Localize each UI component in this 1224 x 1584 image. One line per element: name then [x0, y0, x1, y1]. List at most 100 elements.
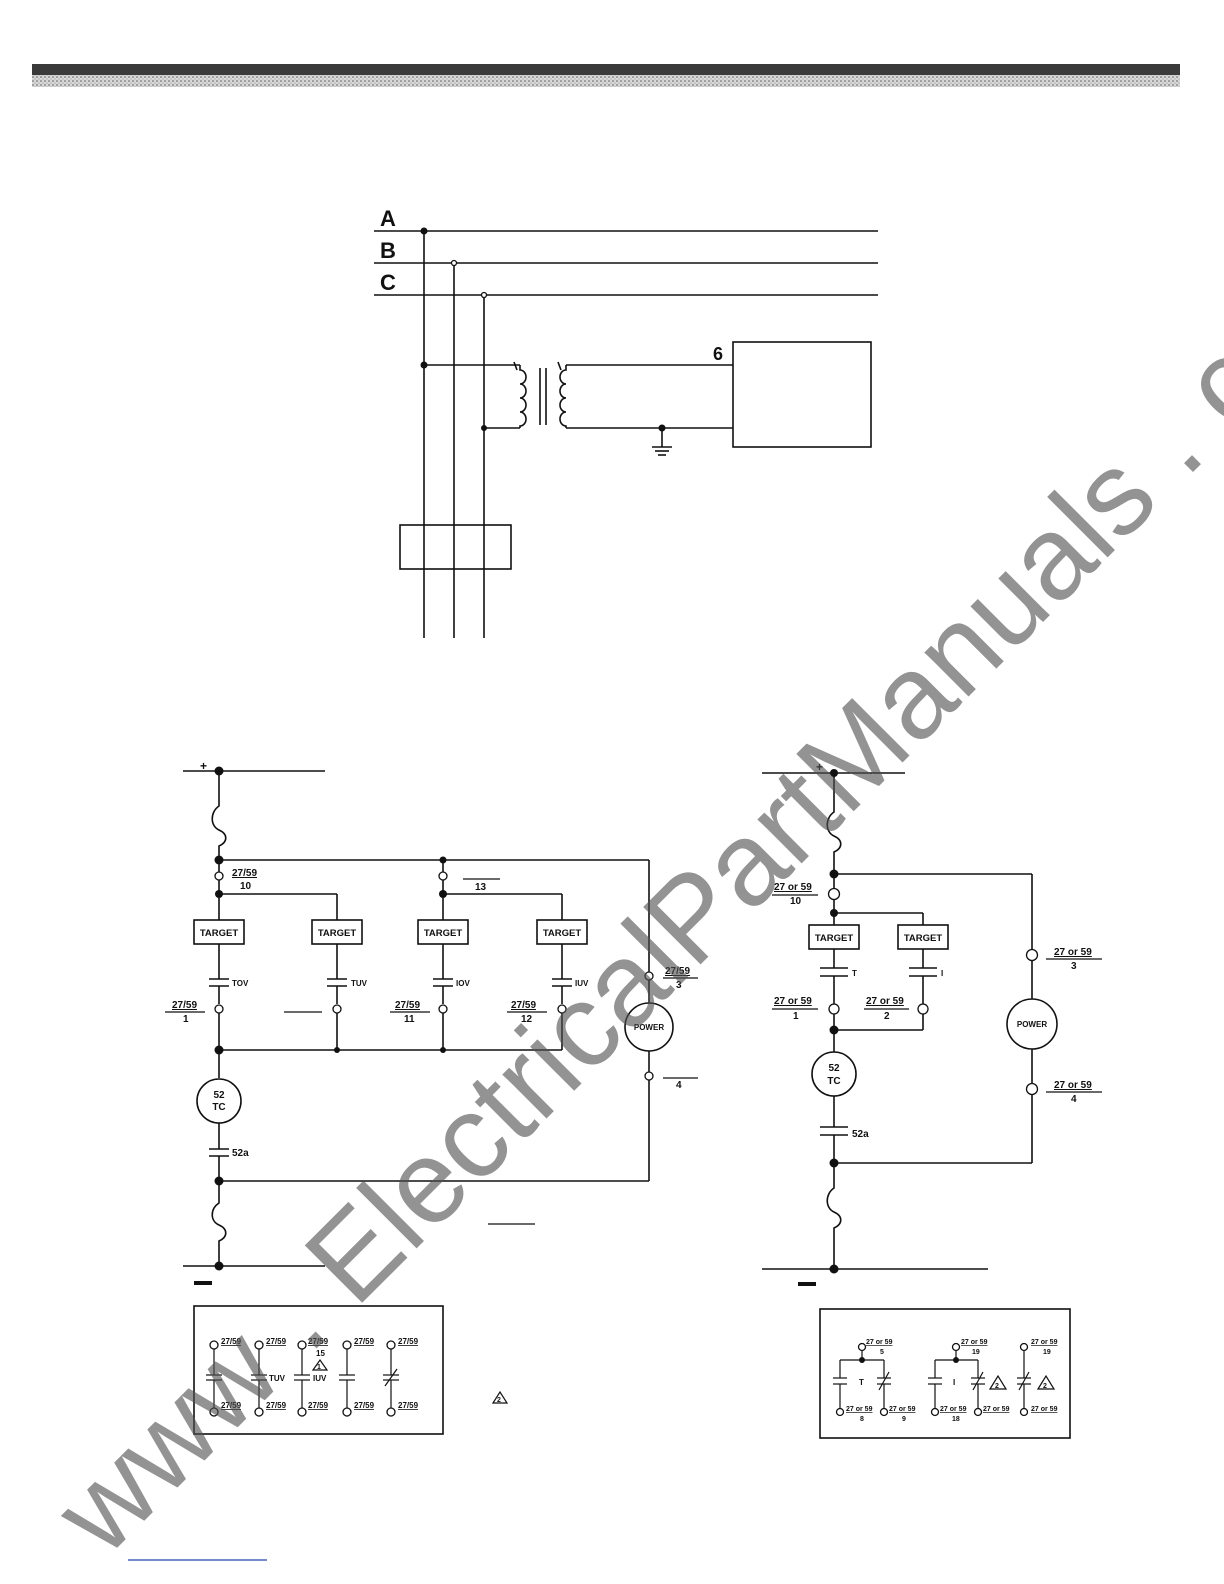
- right-legend-bot-sub-3: 18: [952, 1416, 960, 1423]
- bus-label-b: B: [380, 238, 396, 263]
- left-coil-bot: TC: [212, 1102, 225, 1113]
- node: [930, 1407, 940, 1417]
- bus-label-a: A: [380, 206, 396, 231]
- left-coil-top: 52: [213, 1090, 225, 1101]
- left-legend-top-5: 27/59: [398, 1337, 419, 1346]
- left-t1-top: 27/59: [172, 1000, 197, 1011]
- right-t1-top: 27 or 59: [774, 996, 812, 1007]
- left-trip-coil: [196, 1078, 242, 1124]
- frame: [193, 1305, 444, 1435]
- right-t4-top: 27 or 59: [1054, 1080, 1092, 1091]
- right-legend-bot-sub-2: 9: [902, 1416, 906, 1423]
- right-bottom-fuse: [826, 1163, 842, 1269]
- note-1-triangle-icon: [311, 1358, 329, 1371]
- right-t2-top: 27 or 59: [866, 996, 904, 1007]
- left-legend-tuv: TUV: [269, 1374, 286, 1383]
- three-phase-diagram: A B C 6: [374, 206, 878, 638]
- left-dc-schematic: + 27/59 10 TARGET TARGET TARGET TARGET T…: [165, 759, 698, 1285]
- right-t10-bot: 10: [790, 896, 802, 907]
- right-legend-top-sub-3: 19: [1043, 1349, 1051, 1356]
- left-terminal-10: [214, 871, 224, 881]
- right-legend-bot-1: 27 or 59: [846, 1406, 873, 1413]
- left-t3-top: 27/59: [665, 966, 690, 977]
- node: [209, 1407, 219, 1417]
- pt-junction-c: [481, 425, 487, 431]
- note-2-marker: 2: [491, 1390, 509, 1404]
- node: [879, 1407, 889, 1417]
- junction-c: [480, 291, 488, 299]
- left-target-3-label: TARGET: [424, 928, 463, 939]
- left-legend-top-sub: 15: [316, 1349, 325, 1358]
- node: [1019, 1342, 1029, 1352]
- left-t10-bot: 10: [240, 881, 252, 892]
- right-trip-coil: [811, 1051, 857, 1097]
- junction-a: [420, 227, 428, 235]
- left-t12-top: 27/59: [511, 1000, 536, 1011]
- relay-box: [732, 341, 872, 448]
- right-terminal-4: [1025, 1082, 1039, 1096]
- right-legend-bot-4: 27 or 59: [983, 1406, 1010, 1413]
- note-2-triangle-icon-c: [1036, 1374, 1056, 1390]
- left-target-4-label: TARGET: [543, 928, 582, 939]
- right-aux-52a: 52a: [852, 1129, 869, 1140]
- left-legend-top-4: 27/59: [354, 1337, 375, 1346]
- left-legend-bot-5: 27/59: [398, 1401, 419, 1410]
- right-coil-top: 52: [828, 1063, 840, 1074]
- right-legend-top-sub-2: 19: [972, 1349, 980, 1356]
- left-top-fuse: [211, 771, 227, 860]
- left-terminal-1: [214, 1004, 224, 1014]
- node: [254, 1407, 264, 1417]
- right-t4-bot: 4: [1071, 1094, 1077, 1105]
- wire: [1018, 1371, 1030, 1391]
- node: [1019, 1407, 1029, 1417]
- right-legend-bot-3: 27 or 59: [940, 1406, 967, 1413]
- terminal-6-label: 6: [713, 344, 723, 364]
- node: [297, 1407, 307, 1417]
- right-t2-bot: 2: [884, 1011, 890, 1022]
- node: [386, 1407, 396, 1417]
- left-target-2-label: TARGET: [318, 928, 357, 939]
- junction-b: [450, 259, 458, 267]
- wire: [878, 1371, 890, 1391]
- node: [835, 1407, 845, 1417]
- right-t1-bot: 1: [793, 1011, 799, 1022]
- right-legend-top-sub-1: 5: [880, 1349, 884, 1356]
- ground-icon: [652, 428, 672, 456]
- right-t3-top: 27 or 59: [1054, 947, 1092, 958]
- left-aux-52a: 52a: [232, 1148, 249, 1159]
- right-legend-bot-sub-1: 8: [860, 1416, 864, 1423]
- left-t3-bot: 3: [676, 980, 682, 991]
- right-top-fuse: [826, 773, 842, 874]
- right-legend-t: T: [859, 1378, 864, 1387]
- node: [951, 1342, 961, 1352]
- wire: [972, 1371, 984, 1391]
- left-legend-bot-1: 27/59: [221, 1401, 242, 1410]
- left-legend-bot-2: 27/59: [266, 1401, 287, 1410]
- left-bottom-fuse: [211, 1181, 227, 1266]
- breaker-box: [399, 524, 512, 570]
- wire: [384, 1368, 398, 1387]
- right-plus-label: +: [816, 760, 823, 774]
- pt-junction-a: [420, 361, 428, 369]
- left-minus-sign: [194, 1281, 212, 1285]
- left-target-1-label: TARGET: [200, 928, 239, 939]
- left-legend-iuv: IUV: [313, 1374, 327, 1383]
- left-legend-top-2: 27/59: [266, 1337, 287, 1346]
- right-legend-box: 27 or 59 5 T 27 or 59 8 27 or 59 9 27 or…: [819, 1308, 1071, 1439]
- left-t12-bot: 12: [521, 1014, 533, 1025]
- right-terminal-3: [1025, 948, 1039, 962]
- header-bar: [32, 64, 1180, 87]
- right-legend-top-1: 27 or 59: [866, 1339, 893, 1346]
- left-plus-label: +: [200, 759, 207, 773]
- left-legend-box: 27/59 27/59 27/59 TUV 27/59 27/59 15 1 I…: [193, 1305, 444, 1435]
- left-contact-iov: IOV: [456, 979, 470, 988]
- right-target-2-label: TARGET: [904, 933, 943, 944]
- right-legend-bot-2: 27 or 59: [889, 1406, 916, 1413]
- node: [386, 1340, 396, 1350]
- left-terminal-11: [438, 1004, 448, 1014]
- right-legend-top-3: 27 or 59: [1031, 1339, 1058, 1346]
- left-terminal-4: [644, 1071, 654, 1081]
- right-legend-i: I: [953, 1378, 955, 1387]
- note-1-marker: 1: [317, 1364, 321, 1371]
